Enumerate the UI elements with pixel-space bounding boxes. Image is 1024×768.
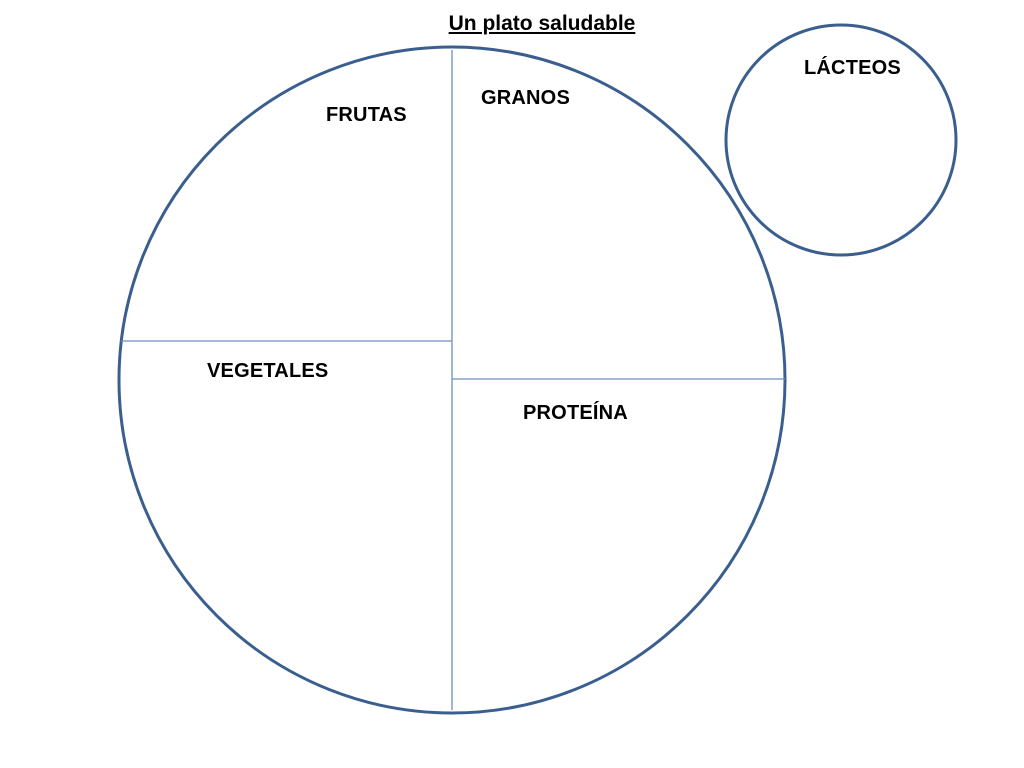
dairy-circle	[724, 23, 958, 257]
section-label-vegetales: VEGETALES	[207, 360, 329, 382]
section-label-granos: GRANOS	[481, 87, 570, 109]
page-title: Un plato saludable	[448, 12, 636, 35]
plate-circle	[117, 45, 787, 715]
section-label-proteina: PROTEÍNA	[523, 402, 628, 424]
section-label-frutas: FRUTAS	[326, 104, 407, 126]
section-label-lacteos: LÁCTEOS	[804, 57, 901, 79]
